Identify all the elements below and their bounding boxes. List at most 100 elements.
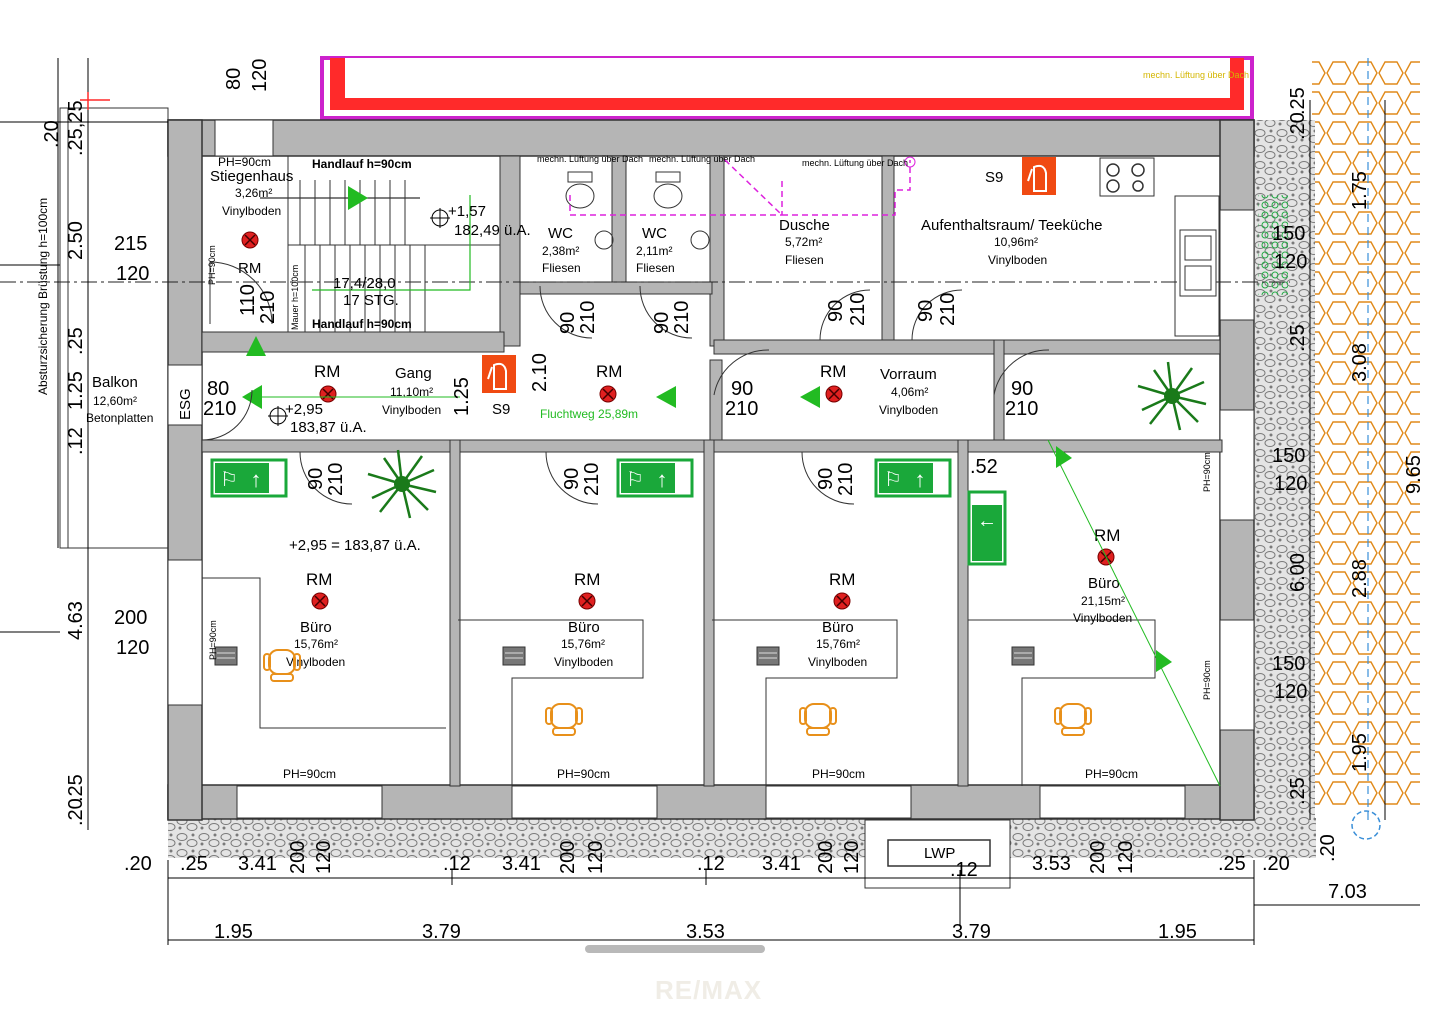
gang-area: 11,10m² xyxy=(390,385,433,399)
dim-right-120c: 120 xyxy=(1274,681,1307,703)
wc1-vent: mechn. Lüftung über Dach xyxy=(537,154,643,164)
buero1-area: 15,76m² xyxy=(294,637,338,651)
smoke-detector-icon xyxy=(825,385,843,403)
dim-left-125: 1.25 xyxy=(65,371,87,410)
dim-left-120c: 120 xyxy=(116,637,149,659)
door-height: 210 xyxy=(847,293,869,326)
vorraum-floor: Vinylboden xyxy=(879,403,938,417)
svg-text:←: ← xyxy=(977,510,997,532)
buero4-ph-side-bottom: PH=90cm xyxy=(1202,660,1212,700)
wc1-floor: Fliesen xyxy=(542,261,581,275)
door-height: 210 xyxy=(671,301,693,334)
dim-right-25b: .25 xyxy=(1287,324,1309,352)
buero1-ph-side: PH=90cm xyxy=(208,620,218,660)
dim-bottom-200a: 200 xyxy=(287,841,309,874)
balcony-floor: Betonplatten xyxy=(86,411,153,425)
dusche-name: Dusche xyxy=(779,217,830,234)
vorraum-area: 4,06m² xyxy=(891,385,928,399)
exterior-hex-strip xyxy=(1312,58,1420,810)
door-height: 210 xyxy=(725,398,758,420)
chair-icon xyxy=(263,649,301,682)
dim-bottom-200b: 200 xyxy=(557,841,579,874)
dim-bottom-341c: 3.41 xyxy=(762,853,801,875)
dim-bottom-12c: .12 xyxy=(950,859,978,881)
dim-bottom-703: 7.03 xyxy=(1328,881,1367,903)
door-height: 210 xyxy=(581,463,603,496)
dim-bottom-12b: .12 xyxy=(697,853,725,875)
buero2-area: 15,76m² xyxy=(561,637,605,651)
dim-left-80: 80 xyxy=(223,68,245,90)
vorraum-name: Vorraum xyxy=(880,366,937,383)
dim-left-20b: .20 xyxy=(65,798,87,826)
dim-bottom-120b: 120 xyxy=(585,841,607,874)
level-marker-2: +2,95 xyxy=(285,401,323,418)
door-height: 210 xyxy=(325,463,347,496)
buero4-ph-side-top: PH=90cm xyxy=(1202,452,1212,492)
dim-right-195: 1.95 xyxy=(1349,733,1371,772)
dim-bottom-120d: 120 xyxy=(1115,841,1137,874)
door-height: 210 xyxy=(937,293,959,326)
laptop-icon xyxy=(756,646,780,666)
level-marker-2-abs: 183,87 ü.A. xyxy=(290,419,367,436)
dim-right-25c: .25 xyxy=(1287,777,1309,805)
wc2-name: WC xyxy=(642,225,667,242)
chair-icon xyxy=(1054,703,1092,736)
rm-label: RM xyxy=(596,362,622,381)
balcony-area: 12,60m² xyxy=(93,394,137,408)
plant-icon xyxy=(1136,360,1208,432)
dim-outer-195a: 1.95 xyxy=(214,921,253,943)
door-width: 90 xyxy=(815,468,837,490)
rm-label: RM xyxy=(314,362,340,381)
survey-marker xyxy=(1351,810,1381,840)
level-marker-1-abs: 182,49 ü.A. xyxy=(454,222,531,239)
door-width: 90 xyxy=(557,312,579,334)
dim-right-120b: 120 xyxy=(1274,473,1307,495)
door-width: 1.25 xyxy=(451,377,473,416)
dim-bottom-25b: .25 xyxy=(1218,853,1246,875)
dim-left-250: 2.50 xyxy=(65,221,87,260)
door-swings xyxy=(201,261,1050,505)
door-width: 90 xyxy=(1011,378,1033,400)
scroll-handle[interactable] xyxy=(585,945,765,953)
dim-bottom-25: .25 xyxy=(180,853,208,875)
exit-sign-icon xyxy=(874,458,952,498)
rm-label: RM xyxy=(574,570,600,589)
dim-bottom-20: .20 xyxy=(124,853,152,875)
dim-left-25b: .25 xyxy=(65,774,87,802)
buero3-name: Büro xyxy=(822,619,854,636)
buero4-name: Büro xyxy=(1088,575,1120,592)
gang-extinguisher-label: S9 xyxy=(492,401,510,418)
wc1-area: 2,38m² xyxy=(542,244,579,258)
dim-bottom-20b: .20 xyxy=(1262,853,1290,875)
buero2-ph: PH=90cm xyxy=(557,767,610,781)
stiegenhaus-ph: PH=90cm xyxy=(218,155,271,169)
gang-name: Gang xyxy=(395,365,432,382)
wc2-floor: Fliesen xyxy=(636,261,675,275)
laptop-icon xyxy=(214,646,238,666)
rm-label: RM xyxy=(1094,526,1120,545)
door-width: .52 xyxy=(970,456,998,478)
dim-right-20: .20 xyxy=(1287,112,1309,140)
stiegenhaus-area: 3,26m² xyxy=(235,186,272,200)
dim-left-25: .25 xyxy=(65,327,87,355)
dim-left-2525: .25,25 xyxy=(65,100,87,156)
dim-right-150: 150 xyxy=(1272,223,1305,245)
laptop-icon xyxy=(502,646,526,666)
chair-icon xyxy=(545,703,583,736)
chair-icon xyxy=(799,703,837,736)
wc2-area: 2,11m² xyxy=(636,244,672,258)
door-width: 90 xyxy=(305,468,327,490)
dim-left-463: 4.63 xyxy=(65,601,87,640)
smoke-detector-icon xyxy=(833,592,851,610)
buero1-name: Büro xyxy=(300,619,332,636)
dim-bottom-120a: 120 xyxy=(313,841,335,874)
dim-outer-379a: 3.79 xyxy=(422,921,461,943)
wc2-vent: mechn. Lüftung über Dach xyxy=(649,154,755,164)
dim-right-20c: .20 xyxy=(1317,834,1339,862)
buero3-area: 15,76m² xyxy=(816,637,860,651)
door-height: 2.10 xyxy=(529,353,551,392)
dim-outer-195b: 1.95 xyxy=(1158,921,1197,943)
dim-bottom-200d: 200 xyxy=(1087,841,1109,874)
fluchtweg-label: Fluchtweg 25,89m xyxy=(540,407,638,421)
dim-left-12: .12 xyxy=(65,427,87,455)
